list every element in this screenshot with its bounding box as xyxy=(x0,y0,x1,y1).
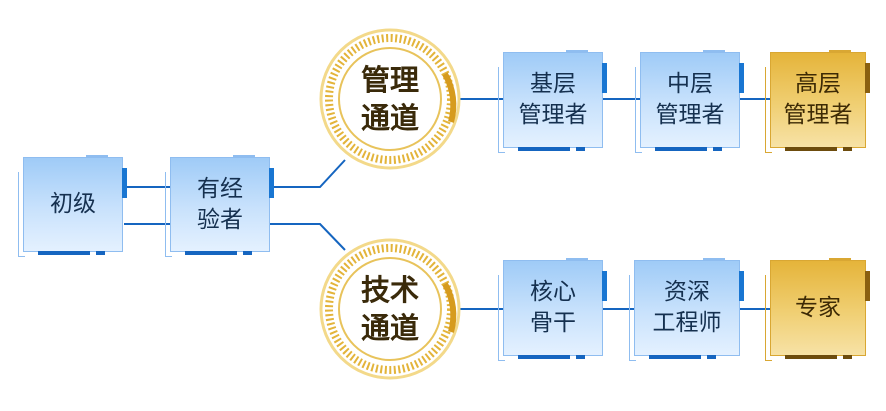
gold-ring-icon xyxy=(319,238,461,380)
node-tick-decoration xyxy=(703,258,725,260)
node-label: 有经 验者 xyxy=(197,175,243,233)
node-side-bar xyxy=(739,271,744,301)
node-side-bar xyxy=(269,168,274,198)
gold-ring-icon xyxy=(319,28,461,170)
node-base-dot xyxy=(843,355,852,359)
node-label: 初级 xyxy=(50,191,96,217)
node-base-dot xyxy=(576,147,585,151)
node-base-dot xyxy=(243,251,252,255)
node-base-dot xyxy=(843,147,852,151)
technical-channel-badge: 技术 通道 xyxy=(317,236,463,382)
node-side-bar xyxy=(122,168,127,198)
node-core-member: 核心 骨干 xyxy=(498,258,607,361)
node-side-bar xyxy=(865,271,870,301)
node-label: 基层 管理者 xyxy=(518,71,588,128)
node-side-bar xyxy=(602,271,607,301)
node-senior-manager: 高层 管理者 xyxy=(765,50,870,153)
node-senior-engineer: 资深 工程师 xyxy=(629,258,744,361)
node-side-bar xyxy=(865,63,870,93)
node-entry-level: 初级 xyxy=(18,155,127,257)
connector-to-management xyxy=(270,159,346,188)
node-tick-decoration xyxy=(86,155,108,157)
node-frame-decoration xyxy=(498,275,505,361)
node-base-bar xyxy=(38,251,90,255)
node-base-bar xyxy=(655,147,707,151)
node-label: 专家 xyxy=(795,294,841,321)
node-label: 高层 管理者 xyxy=(783,71,853,128)
node-frame-decoration xyxy=(765,67,772,153)
node-tick-decoration xyxy=(566,258,588,260)
node-frame-decoration xyxy=(165,172,172,257)
connector-to-technical xyxy=(270,223,346,251)
node-tick-decoration xyxy=(233,155,255,157)
node-tick-decoration xyxy=(829,50,851,52)
node-experienced: 有经 验者 xyxy=(165,155,274,257)
node-base-bar xyxy=(649,355,701,359)
node-frame-decoration xyxy=(498,67,505,153)
node-frame-decoration xyxy=(765,275,772,361)
node-label: 核心 骨干 xyxy=(530,279,576,336)
node-base-dot xyxy=(707,355,716,359)
node-frame-decoration xyxy=(18,172,25,257)
management-channel-label: 管理 通道 xyxy=(360,63,419,135)
node-base-dot xyxy=(713,147,722,151)
node-base-bar xyxy=(185,251,237,255)
node-base-bar xyxy=(785,355,837,359)
node-middle-manager: 中层 管理者 xyxy=(635,50,744,153)
node-tick-decoration xyxy=(566,50,588,52)
node-expert: 专家 xyxy=(765,258,870,361)
node-tick-decoration xyxy=(829,258,851,260)
technical-channel-label: 技术 通道 xyxy=(360,273,419,345)
node-base-dot xyxy=(576,355,585,359)
node-base-bar xyxy=(785,147,837,151)
node-base-bar xyxy=(518,355,570,359)
management-channel-badge: 管理 通道 xyxy=(317,26,463,172)
node-label: 资深 工程师 xyxy=(652,279,722,336)
node-tick-decoration xyxy=(703,50,725,52)
node-label: 中层 管理者 xyxy=(655,71,725,128)
node-side-bar xyxy=(602,63,607,93)
node-frame-decoration xyxy=(635,67,642,153)
node-base-bar xyxy=(518,147,570,151)
node-frame-decoration xyxy=(629,275,636,361)
node-junior-manager: 基层 管理者 xyxy=(498,50,607,153)
node-base-dot xyxy=(96,251,105,255)
node-side-bar xyxy=(739,63,744,93)
